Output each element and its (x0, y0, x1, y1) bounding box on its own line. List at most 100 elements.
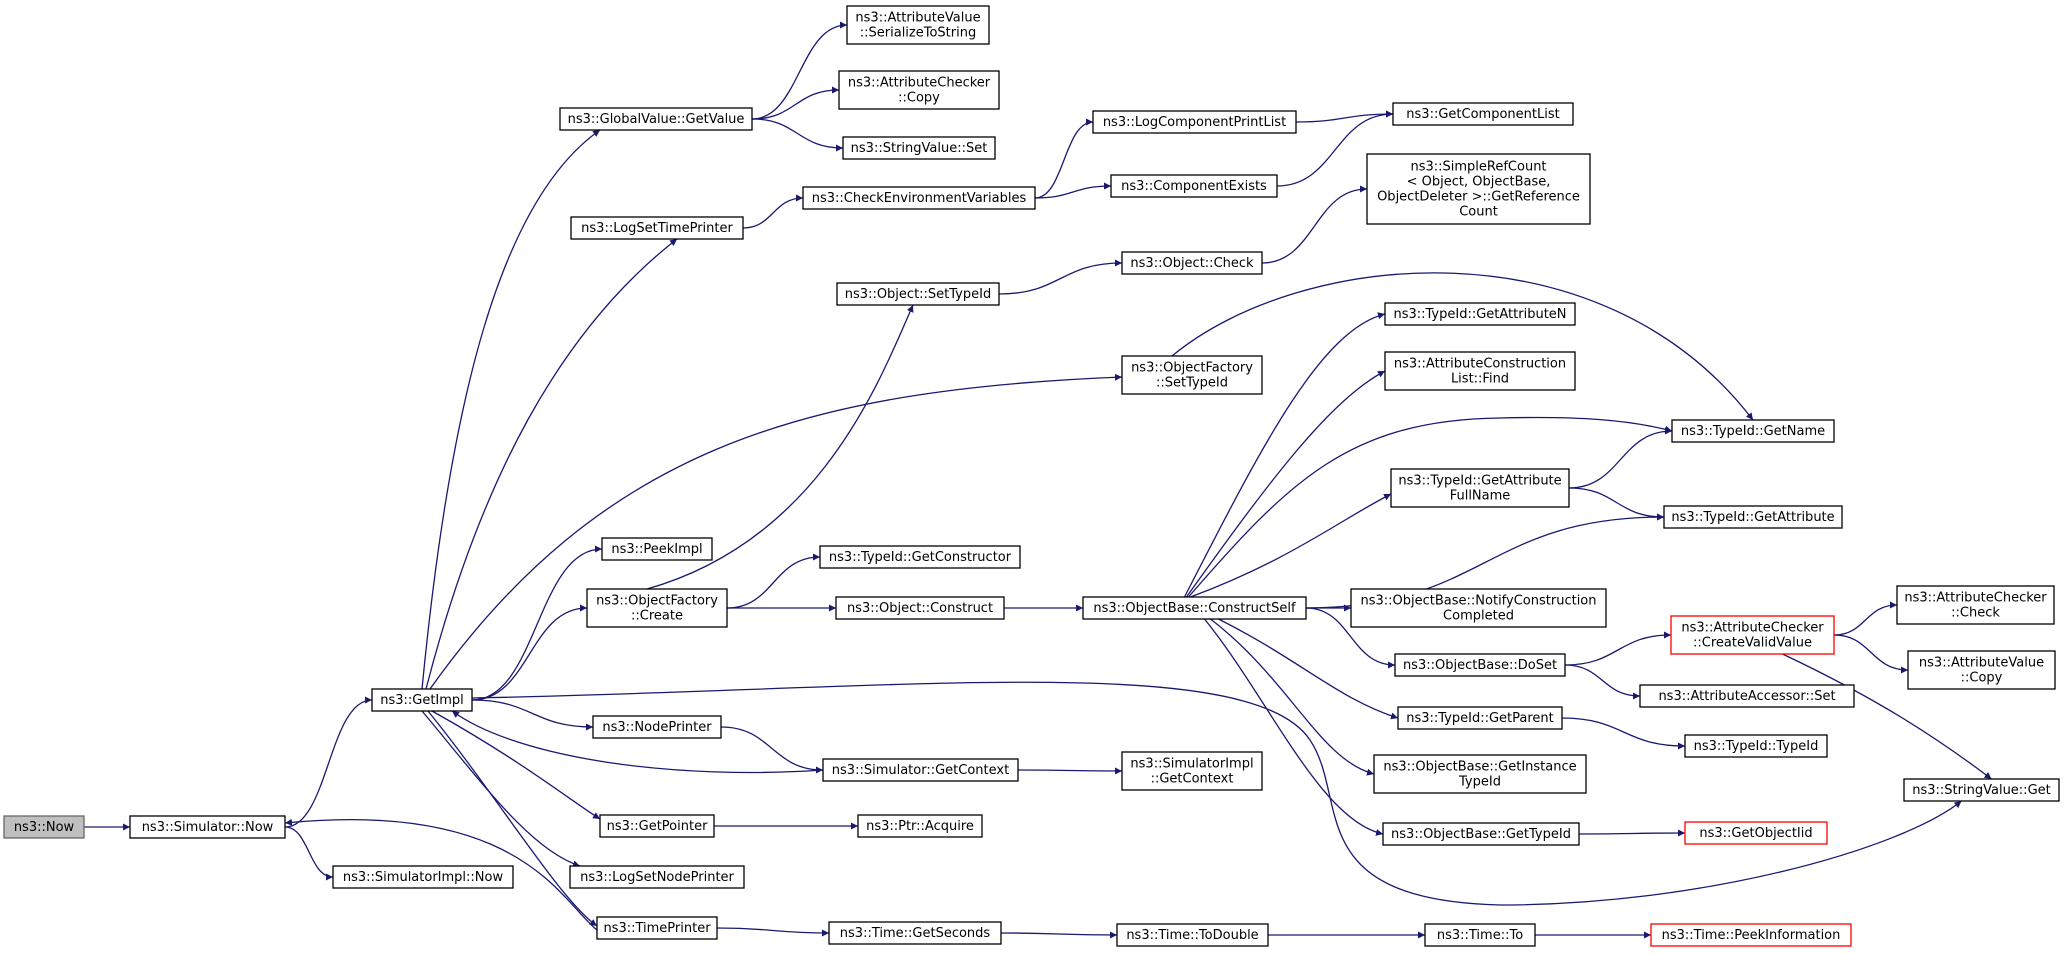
node-box-tid_getparent[interactable] (1397, 706, 1563, 730)
node-box-nodeprinter[interactable] (592, 715, 722, 739)
node-box-av_copy[interactable] (1907, 650, 2056, 690)
node-box-tid_getattrn[interactable] (1384, 302, 1576, 326)
node-getcomplist[interactable]: ns3::GetComponentList (1392, 102, 1574, 126)
node-ob_notify[interactable]: ns3::ObjectBase::NotifyConstructionCompl… (1350, 588, 1607, 628)
node-tid_getattr[interactable]: ns3::TypeId::GetAttribute (1663, 505, 1843, 529)
node-tid_getname[interactable]: ns3::TypeId::GetName (1671, 419, 1835, 443)
node-box-getpointer[interactable] (599, 814, 715, 838)
node-ptr_acquire[interactable]: ns3::Ptr::Acquire (857, 814, 983, 838)
node-box-acl_find[interactable] (1384, 351, 1576, 391)
node-ac_copy[interactable]: ns3::AttributeChecker::Copy (838, 70, 1000, 110)
node-box-ac_createvalid[interactable] (1670, 615, 1835, 655)
node-checkenv[interactable]: ns3::CheckEnvironmentVariables (802, 186, 1036, 210)
node-logcompprint[interactable]: ns3::LogComponentPrintList (1092, 110, 1297, 134)
node-time_to[interactable]: ns3::Time::To (1424, 923, 1536, 947)
node-aa_set[interactable]: ns3::AttributeAccessor::Set (1639, 684, 1855, 708)
node-ac_check[interactable]: ns3::AttributeChecker::Check (1896, 585, 2055, 625)
node-box-sv_get[interactable] (1903, 778, 2060, 802)
node-obj_settypeid[interactable]: ns3::Object::SetTypeId (836, 282, 1000, 306)
node-now[interactable]: ns3::Now (3, 815, 85, 839)
node-tid_typeid[interactable]: ns3::TypeId::TypeId (1684, 734, 1828, 758)
node-srcount[interactable]: ns3::SimpleRefCount< Object, ObjectBase,… (1366, 153, 1591, 225)
node-box-logsetnodeprinter[interactable] (569, 865, 745, 889)
node-tid_getparent[interactable]: ns3::TypeId::GetParent (1397, 706, 1563, 730)
node-of_create[interactable]: ns3::ObjectFactory::Create (586, 588, 728, 628)
node-box-ob_constructself[interactable] (1082, 596, 1307, 620)
node-box-time_peekinfo[interactable] (1650, 923, 1852, 947)
node-box-tid_getname[interactable] (1671, 419, 1835, 443)
node-ob_doset[interactable]: ns3::ObjectBase::DoSet (1394, 653, 1566, 677)
node-sim_getcontext[interactable]: ns3::Simulator::GetContext (822, 758, 1019, 782)
node-getpointer[interactable]: ns3::GetPointer (599, 814, 715, 838)
node-peekimpl[interactable]: ns3::PeekImpl (601, 537, 713, 561)
node-sv_get[interactable]: ns3::StringValue::Get (1903, 778, 2060, 802)
node-sv_set[interactable]: ns3::StringValue::Set (842, 136, 996, 160)
node-box-obj_settypeid[interactable] (836, 282, 1000, 306)
node-box-logsettimeprinter[interactable] (570, 216, 744, 240)
node-getobjectiid[interactable]: ns3::GetObjectIid (1684, 821, 1828, 845)
node-ac_createvalid[interactable]: ns3::AttributeChecker::CreateValidValue (1670, 615, 1835, 655)
node-box-srcount[interactable] (1366, 153, 1591, 225)
node-compexists[interactable]: ns3::ComponentExists (1110, 174, 1278, 198)
node-box-ob_gettypeid[interactable] (1382, 822, 1580, 846)
node-box-obj_check[interactable] (1121, 251, 1263, 275)
node-box-checkenv[interactable] (802, 186, 1036, 210)
node-tid_getattrn[interactable]: ns3::TypeId::GetAttributeN (1384, 302, 1576, 326)
node-box-ptr_acquire[interactable] (857, 814, 983, 838)
node-obj_check[interactable]: ns3::Object::Check (1121, 251, 1263, 275)
node-box-sv_set[interactable] (842, 136, 996, 160)
node-logsettimeprinter[interactable]: ns3::LogSetTimePrinter (570, 216, 744, 240)
node-box-ob_getinstance[interactable] (1373, 754, 1587, 794)
node-box-ob_doset[interactable] (1394, 653, 1566, 677)
node-time_todouble[interactable]: ns3::Time::ToDouble (1116, 923, 1269, 947)
node-box-peekimpl[interactable] (601, 537, 713, 561)
node-box-ac_copy[interactable] (838, 70, 1000, 110)
node-box-getcomplist[interactable] (1392, 102, 1574, 126)
node-box-aa_set[interactable] (1639, 684, 1855, 708)
node-box-getimpl[interactable] (371, 688, 473, 712)
node-box-tid_typeid[interactable] (1684, 734, 1828, 758)
node-simimpl_getcontext[interactable]: ns3::SimulatorImpl::GetContext (1121, 751, 1263, 791)
node-box-compexists[interactable] (1110, 174, 1278, 198)
node-box-logcompprint[interactable] (1092, 110, 1297, 134)
node-gv_getvalue[interactable]: ns3::GlobalValue::GetValue (559, 107, 753, 131)
node-box-ob_notify[interactable] (1350, 588, 1607, 628)
node-box-av_serialize[interactable] (846, 5, 990, 45)
node-timeprinter[interactable]: ns3::TimePrinter (596, 916, 718, 940)
node-tid_getctor[interactable]: ns3::TypeId::GetConstructor (819, 545, 1021, 569)
node-box-now[interactable] (3, 815, 85, 839)
node-nodeprinter[interactable]: ns3::NodePrinter (592, 715, 722, 739)
node-box-time_todouble[interactable] (1116, 923, 1269, 947)
node-box-timeprinter[interactable] (596, 916, 718, 940)
node-box-tid_getattrfull[interactable] (1390, 468, 1570, 508)
node-box-ac_check[interactable] (1896, 585, 2055, 625)
node-box-getobjectiid[interactable] (1684, 821, 1828, 845)
node-simimpl_now[interactable]: ns3::SimulatorImpl::Now (332, 865, 514, 889)
node-time_getseconds[interactable]: ns3::Time::GetSeconds (828, 921, 1002, 945)
node-av_serialize[interactable]: ns3::AttributeValue::SerializeToString (846, 5, 990, 45)
node-box-of_create[interactable] (586, 588, 728, 628)
node-box-sim_getcontext[interactable] (822, 758, 1019, 782)
node-logsetnodeprinter[interactable]: ns3::LogSetNodePrinter (569, 865, 745, 889)
node-box-tid_getattr[interactable] (1663, 505, 1843, 529)
node-box-tid_getctor[interactable] (819, 545, 1021, 569)
node-box-simimpl_now[interactable] (332, 865, 514, 889)
node-box-gv_getvalue[interactable] (559, 107, 753, 131)
node-getimpl[interactable]: ns3::GetImpl (371, 688, 473, 712)
node-sim_now[interactable]: ns3::Simulator::Now (129, 815, 286, 839)
node-ob_constructself[interactable]: ns3::ObjectBase::ConstructSelf (1082, 596, 1307, 620)
node-of_settypeid[interactable]: ns3::ObjectFactory::SetTypeId (1121, 355, 1263, 395)
node-time_peekinfo[interactable]: ns3::Time::PeekInformation (1650, 923, 1852, 947)
node-av_copy[interactable]: ns3::AttributeValue::Copy (1907, 650, 2056, 690)
node-obj_construct[interactable]: ns3::Object::Construct (835, 596, 1005, 620)
node-box-time_getseconds[interactable] (828, 921, 1002, 945)
node-box-of_settypeid[interactable] (1121, 355, 1263, 395)
node-ob_gettypeid[interactable]: ns3::ObjectBase::GetTypeId (1382, 822, 1580, 846)
node-box-time_to[interactable] (1424, 923, 1536, 947)
node-box-obj_construct[interactable] (835, 596, 1005, 620)
node-box-simimpl_getcontext[interactable] (1121, 751, 1263, 791)
node-box-sim_now[interactable] (129, 815, 286, 839)
